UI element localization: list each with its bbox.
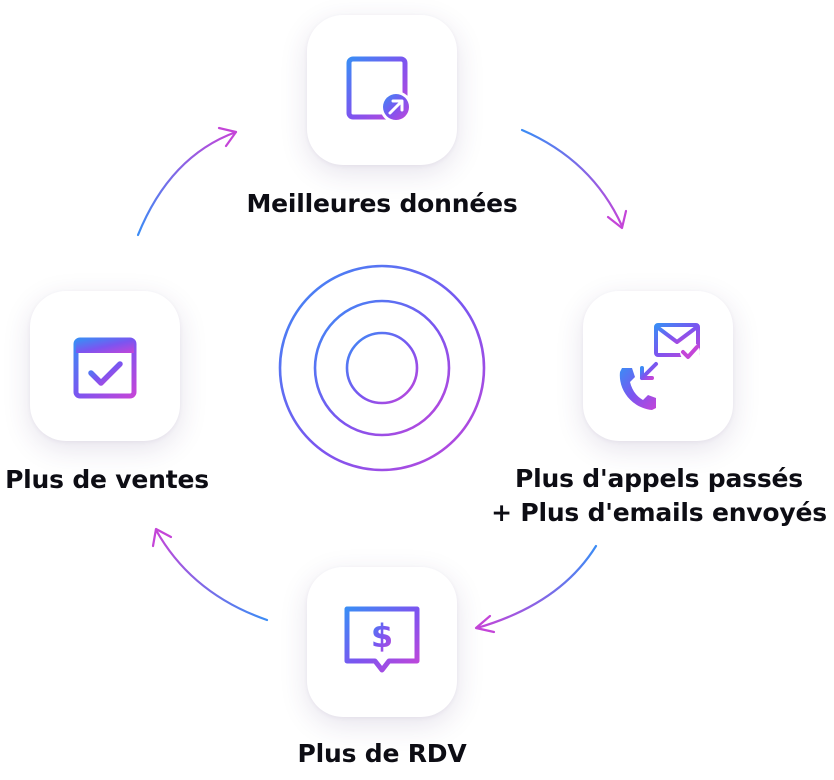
arrow-top-to-right	[520, 128, 628, 230]
label-more-meetings: Plus de RDV	[297, 739, 467, 768]
document-share-icon	[346, 56, 412, 123]
dollar-speech-icon: $	[344, 606, 420, 673]
call-email-icon	[619, 323, 700, 410]
card-better-data	[307, 15, 457, 165]
label-more-calls-line: Plus d'appels passés	[515, 464, 803, 493]
card-more-meetings: $	[307, 567, 457, 717]
envelope-icon	[654, 323, 700, 362]
label-more-emails-line: + Plus d'emails envoyés	[491, 498, 827, 527]
arrow-bottom-to-left	[151, 527, 269, 622]
card-more-calls-emails	[583, 291, 733, 441]
card-more-sales	[30, 291, 180, 441]
target-outer-ring	[278, 264, 486, 472]
label-more-calls-emails: Plus d'appels passés + Plus d'emails env…	[484, 462, 834, 530]
calendar-check-icon	[73, 329, 137, 399]
label-more-sales: Plus de ventes	[5, 465, 209, 494]
label-better-data: Meilleures données	[246, 189, 518, 218]
arrow-right-to-bottom	[474, 544, 598, 634]
target-inner-ring	[345, 331, 419, 405]
arrow-left-to-top	[136, 126, 238, 237]
phone-icon	[619, 362, 658, 410]
svg-text:$: $	[371, 617, 393, 655]
target-middle-ring	[313, 299, 451, 437]
